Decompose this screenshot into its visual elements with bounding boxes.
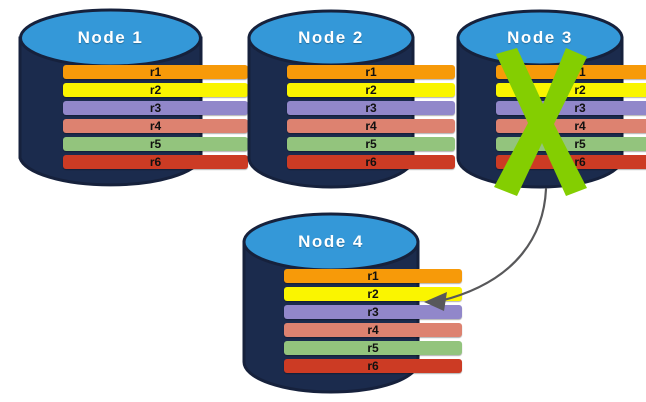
data-row[interactable]: r3 bbox=[496, 101, 646, 115]
data-row[interactable]: r5 bbox=[496, 137, 646, 151]
node-cylinder-node4[interactable]: Node 4 r1 r2 r3 r4 r5 r6 bbox=[242, 212, 462, 394]
data-row[interactable]: r1 bbox=[496, 65, 646, 79]
data-row-label: r4 bbox=[149, 119, 162, 133]
data-row[interactable]: r3 bbox=[287, 101, 455, 115]
data-row[interactable]: r4 bbox=[287, 119, 455, 133]
data-row-label: r6 bbox=[574, 155, 586, 169]
data-row-label: r2 bbox=[365, 83, 377, 97]
row-stack: r1 r2 r3 r4 r5 r6 bbox=[18, 65, 293, 173]
data-row[interactable]: r3 bbox=[63, 101, 248, 115]
data-row[interactable]: r5 bbox=[284, 341, 462, 355]
data-row-label: r4 bbox=[365, 119, 377, 133]
node-cylinder-node1[interactable]: Node 1 r1 r2 r3 r4 r5 r6 bbox=[18, 8, 248, 188]
row-stack: r1 r2 r3 r4 r5 r6 bbox=[242, 269, 504, 377]
data-row[interactable]: r6 bbox=[287, 155, 455, 169]
data-row-label: r5 bbox=[367, 341, 379, 355]
data-row-label: r6 bbox=[149, 155, 162, 169]
data-row[interactable]: r2 bbox=[287, 83, 455, 97]
node-cylinder-node2[interactable]: Node 2 r1 r2 r3 r4 r5 r6 bbox=[247, 8, 455, 189]
data-row[interactable]: r5 bbox=[63, 137, 248, 151]
data-row-label: r1 bbox=[365, 65, 377, 79]
data-row-label: r1 bbox=[149, 65, 162, 79]
data-row-label: r6 bbox=[365, 155, 377, 169]
data-row-label: r2 bbox=[149, 83, 162, 97]
data-row[interactable]: r6 bbox=[63, 155, 248, 169]
data-row[interactable]: r2 bbox=[63, 83, 248, 97]
data-row-label: r6 bbox=[367, 359, 379, 373]
data-row-label: r4 bbox=[367, 323, 379, 337]
data-row[interactable]: r1 bbox=[284, 269, 462, 283]
row-stack: r1 r2 r3 r4 r5 r6 bbox=[247, 65, 495, 173]
data-row[interactable]: r4 bbox=[284, 323, 462, 337]
data-row[interactable]: r4 bbox=[496, 119, 646, 133]
data-row[interactable]: r4 bbox=[63, 119, 248, 133]
data-row[interactable]: r2 bbox=[496, 83, 646, 97]
data-row-label: r5 bbox=[149, 137, 162, 151]
data-row-label: r3 bbox=[367, 305, 379, 319]
data-row-label: r2 bbox=[574, 83, 586, 97]
data-row[interactable]: r6 bbox=[284, 359, 462, 373]
row-stack: r1 r2 r3 r4 r5 r6 bbox=[456, 65, 646, 173]
data-row[interactable]: r1 bbox=[287, 65, 455, 79]
data-row[interactable]: r3 bbox=[284, 305, 462, 319]
data-row-label: r4 bbox=[574, 119, 586, 133]
data-row-label: r3 bbox=[574, 101, 586, 115]
data-row-label: r5 bbox=[574, 137, 586, 151]
data-row[interactable]: r6 bbox=[496, 155, 646, 169]
data-row-label: r3 bbox=[365, 101, 377, 115]
data-row[interactable]: r5 bbox=[287, 137, 455, 151]
data-row[interactable]: r1 bbox=[63, 65, 248, 79]
data-row-label: r2 bbox=[367, 287, 379, 301]
node-cylinder-node3[interactable]: Node 3 r1 r2 r3 r4 r5 r6 bbox=[456, 8, 646, 196]
data-row-label: r1 bbox=[367, 269, 379, 283]
data-row-label: r3 bbox=[149, 101, 162, 115]
data-row[interactable]: r2 bbox=[284, 287, 462, 301]
data-row-label: r5 bbox=[365, 137, 377, 151]
data-row-label: r1 bbox=[574, 65, 586, 79]
